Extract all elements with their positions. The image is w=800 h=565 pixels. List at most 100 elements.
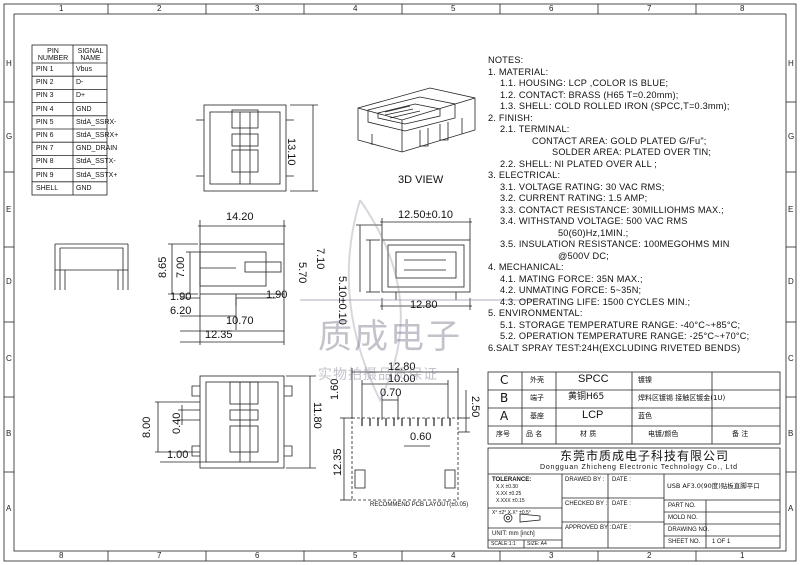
pin-signal-cell: StdA_SSRX+ [76,132,119,139]
watermark-slogan: 实物拍摄品质保证 [318,367,438,383]
pin-table-header-pin: PIN NUMBER [37,48,69,62]
bom-part-a: 基座 [530,412,544,420]
bom-header-finish: 电镀/颜色 [648,430,679,438]
bom-code-c: C [500,373,509,387]
bom-finish-a: 蓝色 [638,412,652,420]
pin-signal-cell: D- [76,79,84,87]
pin-signal-cell: GND [76,184,92,192]
dim-pcb-250: 2.50 [469,396,481,418]
dim-front-570: 5.70 [296,262,308,284]
pin-signal-cell: StdA_SSTX+ [76,171,118,179]
note-line: 1.3. SHELL: COLD ROLLED IRON (SPCC,T=0.3… [500,101,730,111]
notes-title: NOTES: [488,55,524,65]
bom-header-name: 品 名 [526,430,543,438]
bottom-zone-3: 3 [549,551,554,560]
bom-header-seq: 序号 [496,430,510,438]
dim-top-1180: 11.80 [311,402,323,429]
dim-pcb-1280: 12.80 [388,361,416,373]
left-zone-c: C [6,354,12,363]
note-line: 50(60)Hz,1MIN.; [558,227,629,238]
scale-label: SCALE:1:1 [491,541,516,547]
unit-label: UNIT: mm [inch] [492,531,535,537]
right-zone-g: G [788,132,795,141]
pin-number-cell: PIN 5 [36,118,54,126]
size-label: SIZE: A4 [527,541,547,547]
bom-material-a: LCP [582,409,604,421]
pin-number-cell: PIN 6 [36,132,54,139]
left-zone-e: E [6,205,12,214]
note-line: 2. FINISH: [488,112,533,123]
top-zone-2: 2 [157,4,162,13]
bom-part-c: 外壳 [530,376,544,384]
left-zone-b: B [6,429,12,438]
note-line: 1.2. CONTACT: BRASS (H65 T=0.20mm); [500,89,679,100]
note-line: 3.5. INSULATION RESISTANCE: 100MEGOHMS M… [500,239,730,249]
right-zone-b: B [788,429,794,438]
bottom-zone-8: 8 [59,551,64,560]
note-line: 3.3. CONTACT RESISTANCE: 30MILLIOHMS MAX… [500,204,724,215]
bom-header-material: 材 质 [580,430,597,438]
angle-tolerance: X° ±2° X.X° ±0.5° [492,510,531,516]
pin-signal-cell: GND [76,105,92,113]
dim-side-190a: 1.90 [170,291,192,303]
bom-code-b: B [500,391,509,405]
dim-front-1280: 12.80 [410,299,438,311]
note-line: 2.2. SHELL: NI PLATED OVER ALL ; [500,158,658,169]
note-line: 3.1. VOLTAGE RATING: 30 VAC RMS; [500,181,665,192]
pin-signal-cell: StdA_SSTX- [76,158,116,166]
pin-number-cell: SHELL [36,184,59,192]
note-line: 5. ENVIRONMENTAL: [488,308,583,318]
right-zone-c: C [788,354,794,363]
left-zone-h: H [6,59,12,68]
pin-signal-cell: StdA_SSRX- [76,118,117,126]
bottom-zone-1: 1 [740,551,745,560]
note-line: SOLDER AREA: PLATED OVER TIN; [552,147,712,157]
dim-pcb-1235: 12.35 [332,448,344,476]
dim-side-1235: 12.35 [205,329,233,341]
approved-date-label: DATE : [612,525,631,531]
mold-no-label: MOLD NO. [668,515,698,521]
pin-number-cell: PIN 3 [36,92,54,100]
dim-pcb-060: 0.60 [410,431,432,443]
pin-number-cell: PIN 7 [36,145,54,153]
dim-front-height: 13.10 [285,138,297,166]
note-line: 6.SALT SPRAY TEST:24H(EXCLUDING RIVETED … [488,342,741,353]
bom-finish-c: 镀镍 [638,376,652,384]
top-zone-1: 1 [59,4,64,13]
top-zone-6: 6 [549,4,554,13]
bottom-zone-6: 6 [255,551,260,560]
tolerance-line-1: X.X ±0.30 [496,484,518,490]
note-line: 3.4. WITHSTAND VOLTAGE: 500 VAC RMS [500,216,688,226]
right-zone-a: A [788,504,794,513]
pin-number-cell: PIN 9 [36,171,54,179]
pin-number-cell: PIN 8 [36,158,54,166]
pin-table-header-signal: SIGNAL NAME [77,48,104,62]
sheet-no-label: SHEET NO. [668,539,701,545]
dim-side-620: 6.20 [170,305,192,317]
pin-signal-cell: Vbus [76,66,92,73]
checked-date-label: DATE : [612,501,631,507]
top-zone-8: 8 [740,4,745,13]
dim-front-710: 7.10 [314,248,326,270]
top-zone-3: 3 [255,4,260,13]
top-zone-7: 7 [647,4,652,13]
view-3d-label: 3D VIEW [398,174,444,186]
dim-side-1070: 10.70 [226,315,254,327]
pin-number-cell: PIN 2 [36,79,54,87]
bom-material-c: SPCC [578,373,609,385]
note-line: 5.1. STORAGE TEMPERATURE RANGE: -40°C~+8… [500,319,741,330]
tolerance-line-3: X.XXX ±0.15 [496,498,525,504]
dim-front-width: 12.50±0.10 [398,209,453,221]
dim-top-040: 0.40 [171,412,183,434]
bom-code-a: A [500,409,509,423]
note-line: 4.1. MATING FORCE: 35N MAX.; [500,273,643,284]
top-zone-4: 4 [353,4,358,13]
dim-top-100: 1.00 [167,449,189,461]
pin-signal-cell: GND_DRAIN [76,145,118,153]
left-zone-d: D [6,277,12,286]
pin-signal-cell: D+ [76,92,86,100]
watermark-company: 质成电子 [318,317,462,357]
note-line: 4.2. UNMATING FORCE: 5~35N; [500,285,642,295]
